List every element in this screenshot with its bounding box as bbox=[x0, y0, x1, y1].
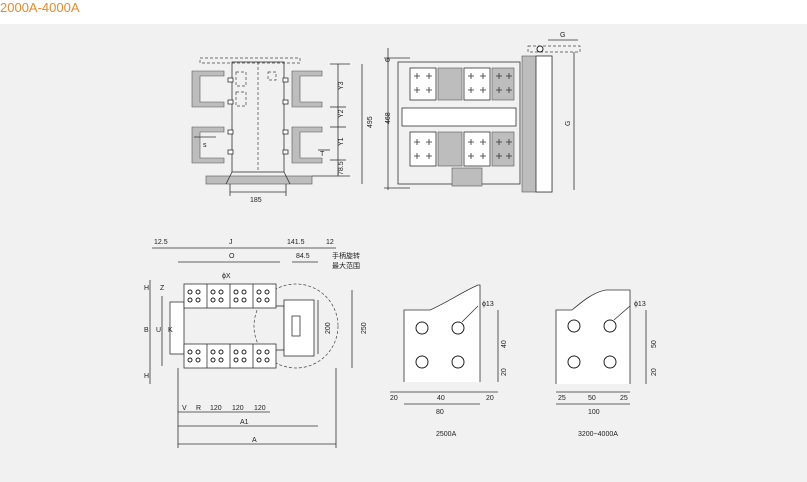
dim-a1: A1 bbox=[240, 419, 249, 426]
dim-y2: Y2 bbox=[338, 109, 345, 118]
dim-4000-100: 100 bbox=[588, 409, 600, 416]
dim-6: 6 bbox=[385, 58, 392, 62]
busbar-2500a bbox=[403, 284, 481, 382]
dim-u: U bbox=[156, 327, 161, 334]
top-view: 12.5 J 141.5 12 O 84.5 ϕX 手柄旋转 最大范围 bbox=[144, 239, 368, 448]
handle-note-2: 最大范围 bbox=[332, 261, 360, 270]
dim-2500-20l: 20 bbox=[390, 395, 398, 402]
dim-2500-40h: 40 bbox=[437, 395, 445, 402]
right-busbar-top bbox=[291, 70, 323, 108]
breaker-upper-1 bbox=[409, 67, 437, 101]
handle-outline bbox=[199, 57, 301, 64]
dim-h-bottom: H bbox=[144, 373, 149, 380]
dim-120-3: 120 bbox=[254, 405, 266, 412]
mounting-base bbox=[205, 175, 313, 185]
dim-120-2: 120 bbox=[232, 405, 244, 412]
dim-g-side: G bbox=[565, 121, 572, 126]
dim-o: O bbox=[229, 253, 235, 260]
dim-t: T bbox=[320, 151, 325, 158]
dim-185: 185 bbox=[250, 197, 262, 204]
caption-3200-4000a: 3200~4000A bbox=[578, 431, 618, 438]
breaker-lower-2 bbox=[463, 131, 491, 167]
dim-495: 495 bbox=[367, 116, 374, 128]
busbar-4000a bbox=[555, 289, 631, 384]
hole-phi-13-a: ϕ13 bbox=[482, 301, 494, 308]
dim-4000-50h: 50 bbox=[588, 395, 596, 402]
dim-4000-25r: 25 bbox=[620, 395, 628, 402]
dim-2500-20v: 20 bbox=[501, 368, 508, 376]
dim-j: J bbox=[229, 239, 233, 246]
right-busbar-bottom bbox=[291, 126, 323, 164]
handle-icon bbox=[291, 315, 301, 337]
dim-2500-40v: 40 bbox=[501, 340, 508, 348]
pattern-2500a: ϕ13 40 20 20 40 20 80 2500A bbox=[390, 284, 508, 438]
dim-2500-80: 80 bbox=[436, 409, 444, 416]
page-title: 2000A-4000A bbox=[0, 0, 80, 15]
left-busbar-bottom bbox=[191, 126, 225, 164]
hole-phi-13-b: ϕ13 bbox=[634, 301, 646, 308]
dim-a: A bbox=[252, 437, 257, 444]
left-busbar-top bbox=[191, 70, 225, 108]
dim-s: s bbox=[203, 142, 207, 149]
dim-84-5: 84.5 bbox=[296, 253, 310, 260]
dim-12-5: 12.5 bbox=[154, 239, 168, 246]
dim-4000-20v: 20 bbox=[651, 368, 658, 376]
side-view: s Y3 Y2 Y1 78.5 495 T 185 bbox=[191, 57, 374, 204]
breaker-upper-2 bbox=[463, 67, 491, 101]
dim-y1: Y1 bbox=[338, 137, 345, 146]
dim-h-top: H bbox=[144, 285, 149, 292]
dim-141-5: 141.5 bbox=[287, 239, 305, 246]
pattern-4000a: ϕ13 50 20 25 50 25 100 3200~4000A bbox=[555, 289, 658, 438]
dim-k: K bbox=[168, 327, 173, 334]
handle-note-1: 手柄旋转 bbox=[332, 251, 360, 260]
dim-200: 200 bbox=[325, 322, 332, 334]
dim-4000-50v: 50 bbox=[651, 340, 658, 348]
dim-12: 12 bbox=[326, 239, 334, 246]
dim-v: V bbox=[182, 405, 187, 412]
front-view: 468 6 G bbox=[384, 32, 581, 193]
dim-g-top: G bbox=[560, 32, 565, 39]
dim-468: 468 bbox=[385, 112, 392, 124]
dim-z: Z bbox=[160, 285, 165, 292]
dim-2500-20r: 20 bbox=[486, 395, 494, 402]
caption-2500a: 2500A bbox=[436, 431, 457, 438]
dim-4000-25l: 25 bbox=[558, 395, 566, 402]
handle-rotation-circle bbox=[253, 283, 339, 369]
dim-120-1: 120 bbox=[210, 405, 222, 412]
dim-y3: Y3 bbox=[338, 81, 345, 90]
dim-r: R bbox=[196, 405, 201, 412]
switch-body-top bbox=[177, 305, 285, 351]
drawing-panel bbox=[0, 24, 807, 482]
dim-250: 250 bbox=[361, 322, 368, 334]
breaker-lower-1 bbox=[409, 131, 437, 167]
dim-b: B bbox=[144, 327, 149, 334]
dim-78-5: 78.5 bbox=[338, 161, 345, 175]
hole-phi-x: ϕX bbox=[222, 273, 231, 280]
